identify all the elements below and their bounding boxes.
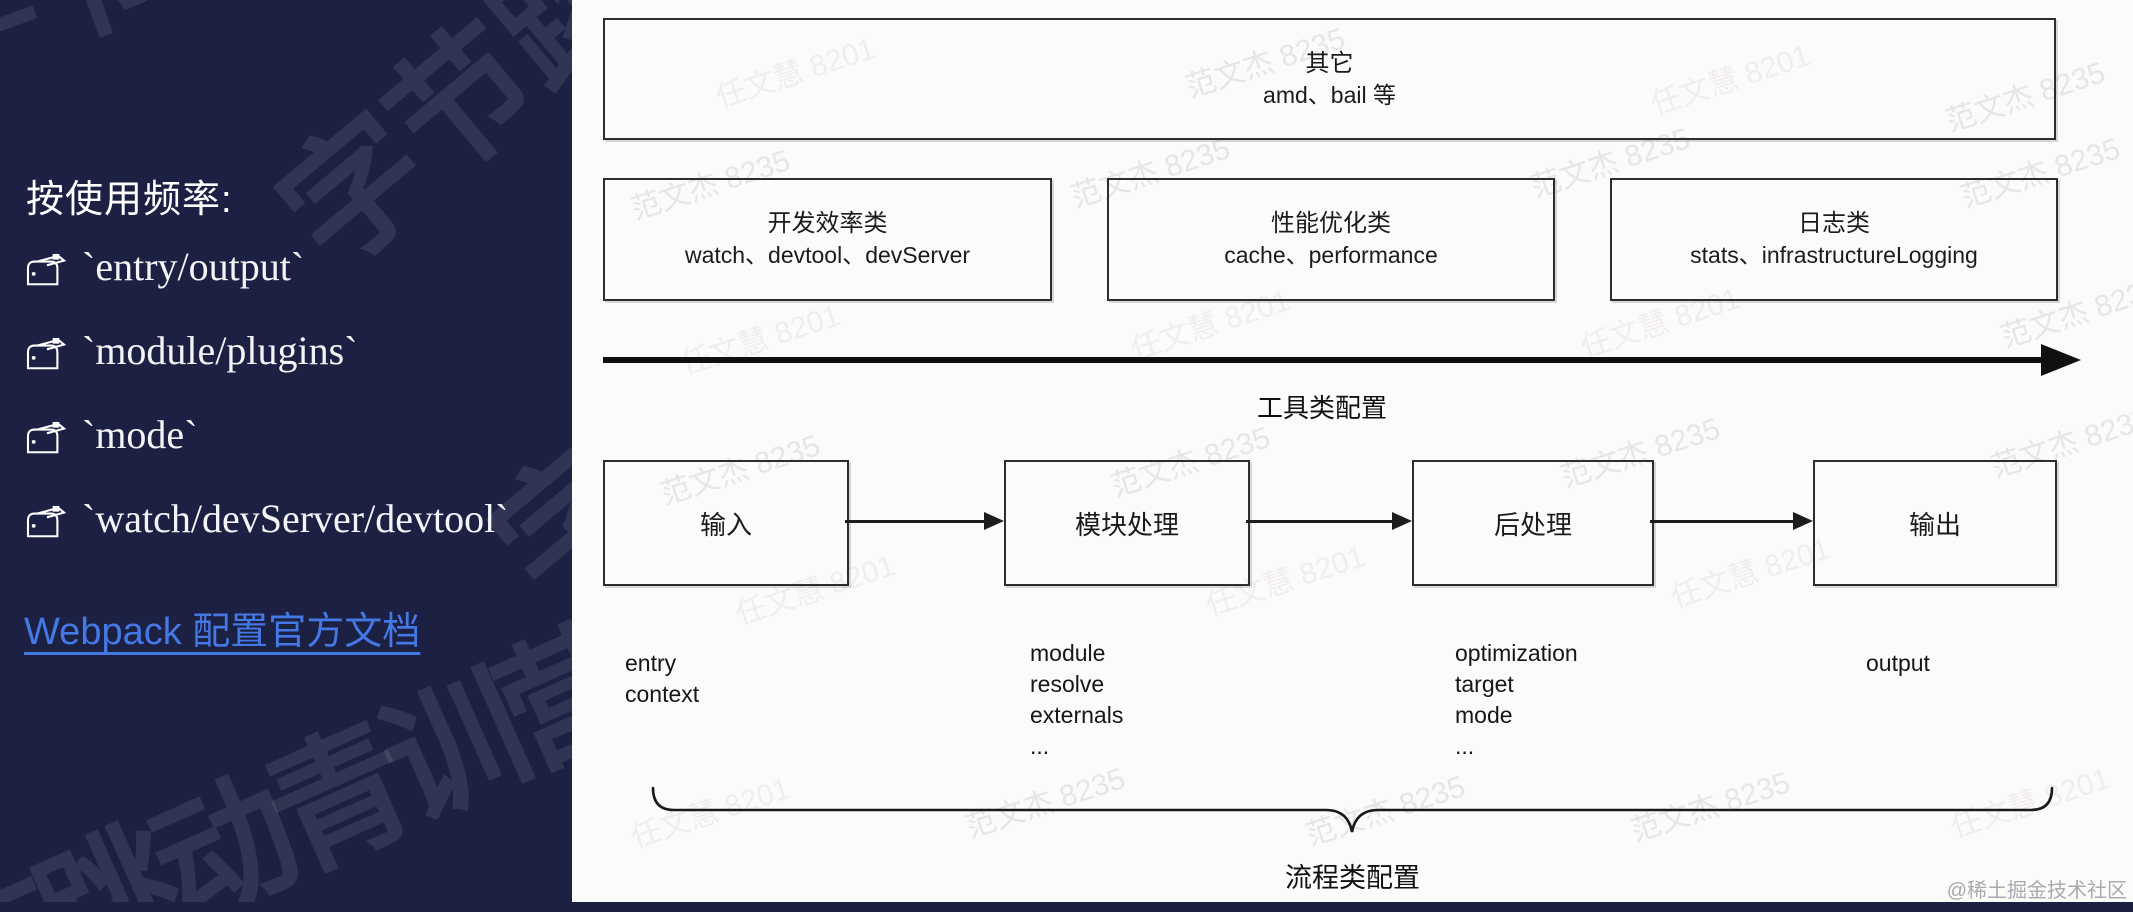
box-title: 开发效率类 xyxy=(767,210,888,237)
frequency-list: `entry/output` `module/plugins` xyxy=(24,240,562,576)
tool-axis-label: 工具类配置 xyxy=(1256,393,1387,423)
box-title: 其它 xyxy=(1305,49,1354,77)
option-item: ... xyxy=(1455,733,1475,759)
list-item: `entry/output` xyxy=(24,240,562,303)
tool-box-performance: 性能优化类 cache、performance xyxy=(1107,178,1555,301)
option-item: target xyxy=(1455,671,1514,697)
option-list-post: optimization target mode ... xyxy=(1455,638,1578,762)
mailbox-icon xyxy=(24,333,68,387)
arrowhead-icon xyxy=(2041,344,2081,376)
arrowhead-icon xyxy=(1793,512,1813,530)
process-axis-label: 流程类配置 xyxy=(1285,863,1420,893)
option-list-output: output xyxy=(1866,648,1930,679)
box-subtitle: amd、bail 等 xyxy=(1263,81,1396,108)
option-item: ... xyxy=(1030,733,1050,759)
tool-box-dev-efficiency: 开发效率类 watch、devtool、devServer xyxy=(603,178,1052,301)
flow-box-output: 输出 xyxy=(1813,460,2057,586)
option-item: module xyxy=(1030,640,1106,666)
option-list-module: module resolve externals ... xyxy=(1030,638,1123,762)
flow-box-module-processing: 模块处理 xyxy=(1004,460,1250,586)
flow-arrow xyxy=(1650,510,1813,532)
frequency-heading: 按使用频率: xyxy=(26,179,233,221)
box-title: 后处理 xyxy=(1493,509,1572,540)
sidebar-watermark: 字节跳动青训营 xyxy=(0,0,572,122)
process-brace xyxy=(651,786,2054,833)
list-item: `mode` xyxy=(24,408,562,471)
item-label: `mode` xyxy=(82,412,198,457)
option-list-input: entry context xyxy=(625,648,699,710)
box-title: 性能优化类 xyxy=(1271,210,1391,237)
bottom-strip xyxy=(0,902,2133,912)
box-title: 日志类 xyxy=(1798,210,1870,237)
other-box: 其它 amd、bail 等 xyxy=(603,18,2056,140)
option-item: context xyxy=(625,681,700,707)
item-label: `module/plugins` xyxy=(82,328,358,373)
webpack-docs-link[interactable]: Webpack 配置官方文档 xyxy=(24,611,421,653)
item-label: `watch/devServer/devtool` xyxy=(82,496,509,541)
list-item: `watch/devServer/devtool` xyxy=(24,492,562,555)
flow-arrow xyxy=(845,510,1004,532)
option-item: entry xyxy=(625,650,677,676)
community-watermark: @稀土掘金技术社区 xyxy=(1946,880,2127,902)
diagram-canvas: 任文慧 8201 范文杰 8235 任文慧 8201 范文杰 8235 范文杰 … xyxy=(572,0,2133,902)
sidebar: 字节跳动青训营 字节跳动青训营 字节跳动青训营 字节跳动青训营 按使用频率: `… xyxy=(0,0,572,912)
box-subtitle: watch、devtool、devServer xyxy=(684,242,971,268)
flow-arrow xyxy=(1246,510,1412,532)
mailbox-icon xyxy=(24,417,68,471)
box-title: 模块处理 xyxy=(1074,509,1179,540)
arrowhead-icon xyxy=(1392,512,1412,530)
flow-box-post-processing: 后处理 xyxy=(1412,460,1654,586)
option-item: output xyxy=(1866,650,1930,676)
arrowhead-icon xyxy=(984,512,1004,530)
mailbox-icon xyxy=(24,501,68,555)
tool-box-logging: 日志类 stats、infrastructureLogging xyxy=(1610,178,2058,301)
option-item: optimization xyxy=(1455,640,1578,666)
option-item: mode xyxy=(1455,702,1513,728)
mailbox-icon xyxy=(24,249,68,303)
flow-box-input: 输入 xyxy=(603,460,849,586)
box-title: 输入 xyxy=(699,509,752,540)
box-title: 输出 xyxy=(1908,509,1961,540)
box-subtitle: stats、infrastructureLogging xyxy=(1690,242,1978,268)
item-label: `entry/output` xyxy=(82,244,305,289)
option-item: externals xyxy=(1030,702,1124,728)
tool-axis-arrow xyxy=(603,344,2108,376)
option-item: resolve xyxy=(1030,671,1105,697)
list-item: `module/plugins` xyxy=(24,324,562,387)
box-subtitle: cache、performance xyxy=(1224,242,1438,268)
canvas-watermark: 任文慧 8201 xyxy=(1667,532,1835,615)
